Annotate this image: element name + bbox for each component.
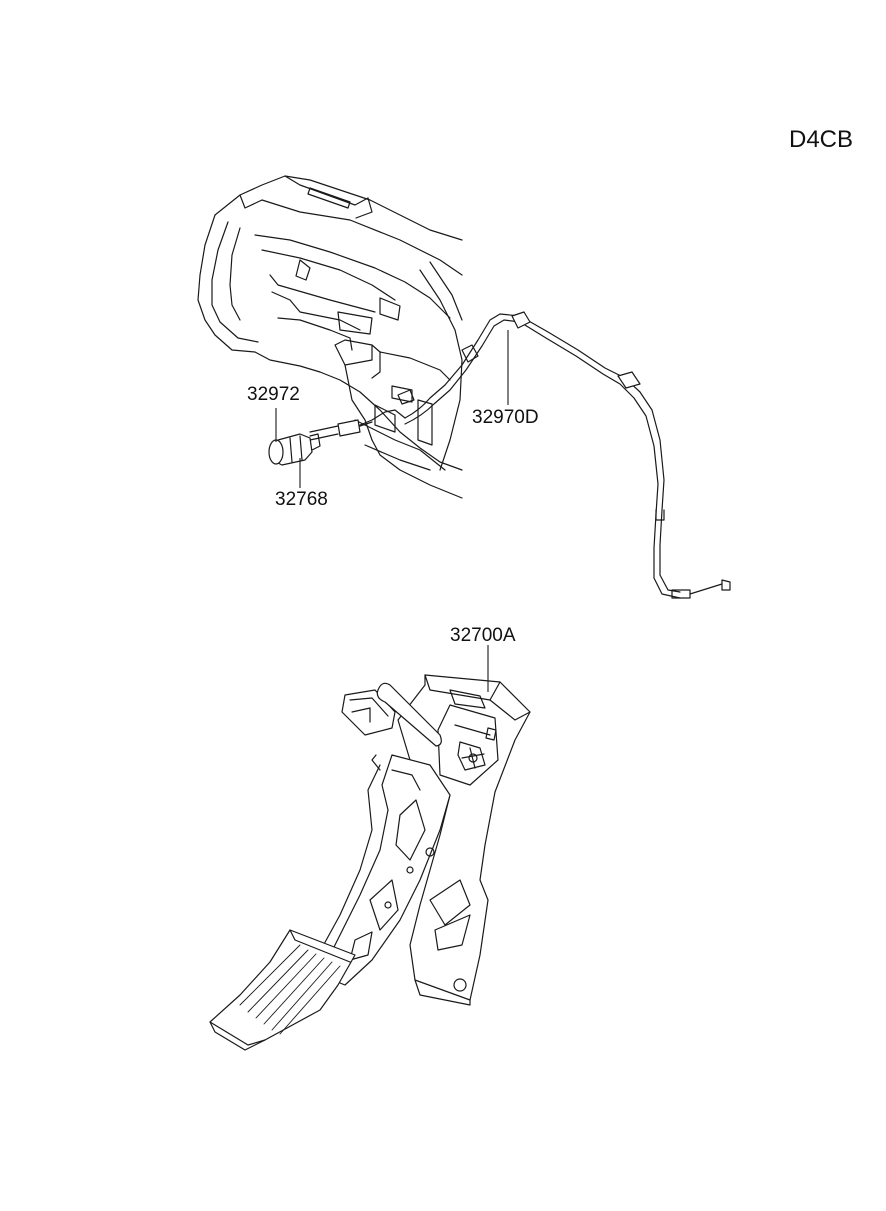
throttle-cable (309, 311, 731, 599)
leader-lines (275, 330, 509, 692)
cable-knob (268, 433, 321, 466)
diagram-code: D4CB (789, 126, 854, 153)
part-label-32700A[interactable]: 32700A (450, 625, 516, 646)
part-label-32972[interactable]: 32972 (247, 384, 300, 405)
accelerator-pedal-assembly (209, 674, 531, 1051)
part-label-32768[interactable]: 32768 (275, 489, 328, 510)
dashboard-assembly (197, 175, 463, 499)
part-label-32970D[interactable]: 32970D (472, 407, 539, 428)
